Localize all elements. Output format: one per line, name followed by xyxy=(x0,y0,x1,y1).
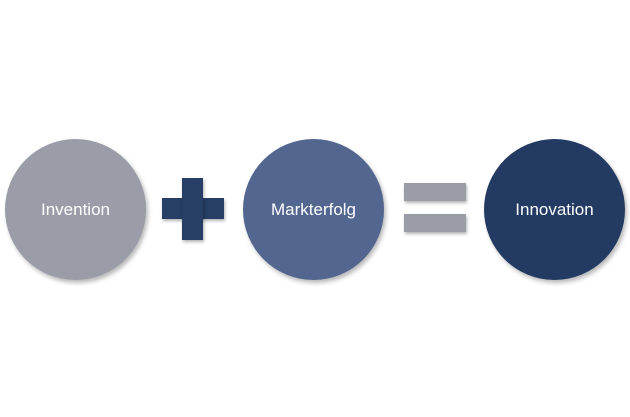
equals-bottom-bar xyxy=(404,214,466,232)
innovation-label: Innovation xyxy=(515,199,594,219)
innovation-circle: Innovation xyxy=(484,139,625,280)
equals-icon xyxy=(404,183,466,235)
markterfolg-label: Markterfolg xyxy=(270,199,357,219)
plus-vertical-bar xyxy=(182,178,203,240)
invention-label: Invention xyxy=(41,199,110,219)
plus-icon xyxy=(162,178,224,240)
invention-circle: Invention xyxy=(5,139,146,280)
equals-top-bar xyxy=(404,183,466,201)
markterfolg-circle: Markterfolg xyxy=(243,139,384,280)
